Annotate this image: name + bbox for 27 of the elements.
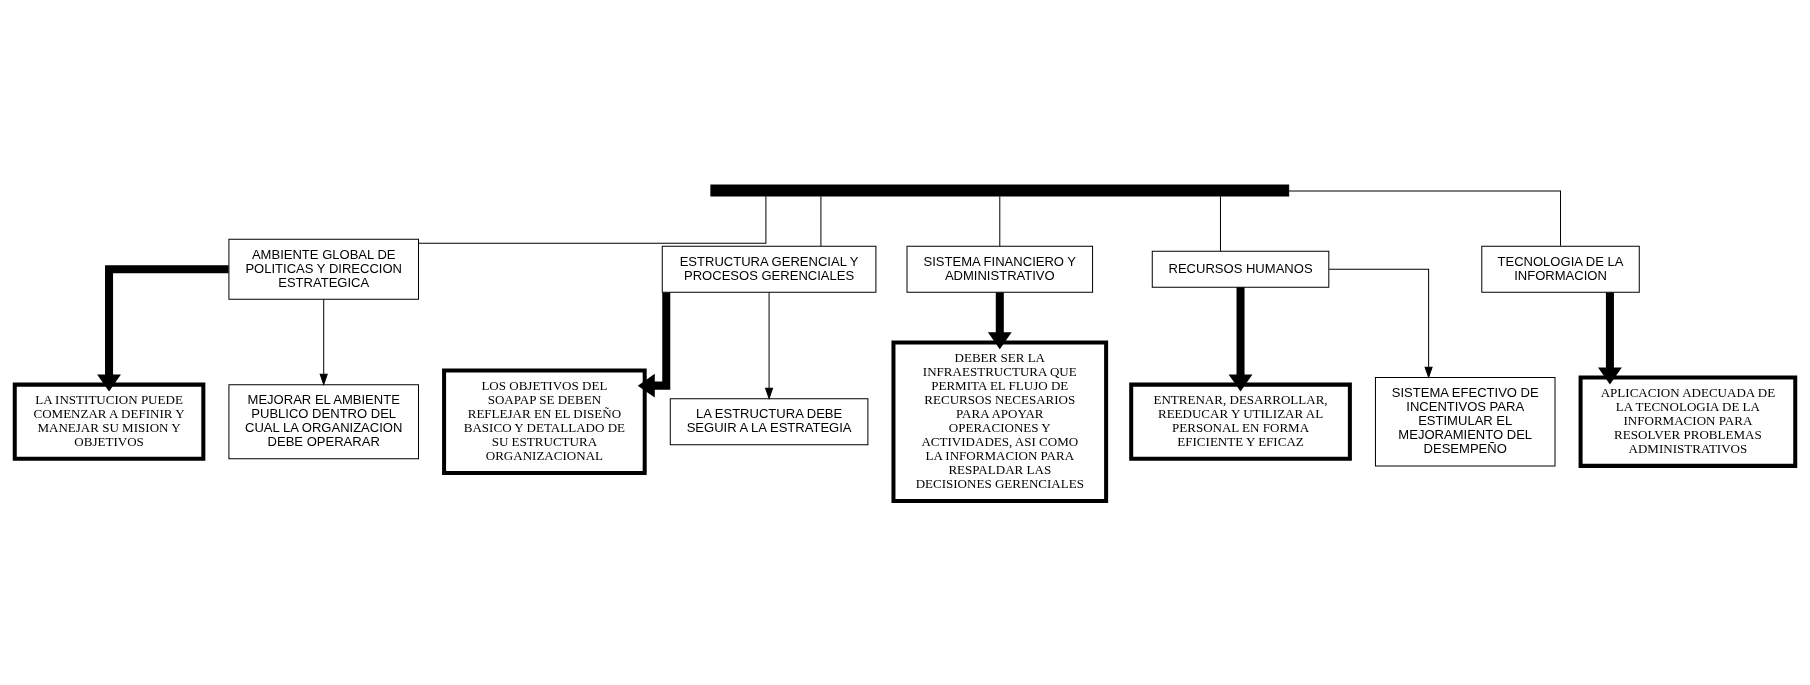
connector [820,195,822,247]
node-box: RECURSOS HUMANOS [1151,250,1330,288]
node-box: TECNOLOGIA DE LA INFORMACION [1481,245,1640,293]
arrow [1328,268,1433,378]
node-box: DEBER SER LA INFRAESTRUCTURA QUE PERMITA EL FLUJO DE RECURSOS NECESARIOS PARA APOYAR OPERACIONES Y ACTIVIDADES, ASI COMO LA INFORMACION PARA RESPALDAR LAS DECISIONES GERENCIALES [891,340,1109,503]
node-box: LA INSTITUCION PUEDE COMENZAR A DEFINIR Y MANEJAR SU MISION Y OBJETIVOS [12,382,206,461]
arrow [1228,286,1253,391]
connector [1288,190,1561,246]
node-box: LA ESTRUCTURA DEBE SEGUIR A LA ESTRATEGIA [669,397,869,445]
node-box: SISTEMA FINANCIERO Y ADMINISTRATIVO [906,245,1094,293]
arrow [97,264,229,391]
arrow [319,298,328,385]
arrow [987,291,1012,349]
node-box: LOS OBJETIVOS DEL SOAPAP SE DEBEN REFLEJAR EN EL DISEÑO BASICO Y DETALLADO DE SU ESTRUCTURA ORGANIZACIONAL [442,368,647,475]
node-box: MEJORAR EL AMBIENTE PUBLICO DENTRO DEL CUAL LA ORGANIZACION DEBE OPERARAR [228,383,419,459]
node-box: ESTRUCTURA GERENCIAL Y PROCESOS GERENCIALES [661,245,877,293]
node-bar [710,184,1290,197]
arrow [637,292,671,398]
node-box: AMBIENTE GLOBAL DE POLITICAS Y DIRECCION ESTRATEGICA [228,238,419,300]
arrow [765,291,774,399]
arrow [1598,291,1622,384]
node-box: ENTRENAR, DESARROLLAR, REEDUCAR Y UTILIZAR AL PERSONAL EN FORMA EFICIENTE Y EFICAZ [1129,382,1352,461]
node-box: APLICACION ADECUADA DE LA TECNOLOGIA DE LA INFORMACION PARA RESOLVER PROBLEMAS ADMINISTRATIVOS [1578,375,1798,468]
connector [418,195,767,244]
connector [999,195,1001,247]
connector [1219,195,1221,251]
node-box: SISTEMA EFECTIVO DE INCENTIVOS PARA ESTIMULAR EL MEJORAMIENTO DEL DESEMPEÑO [1374,376,1556,466]
